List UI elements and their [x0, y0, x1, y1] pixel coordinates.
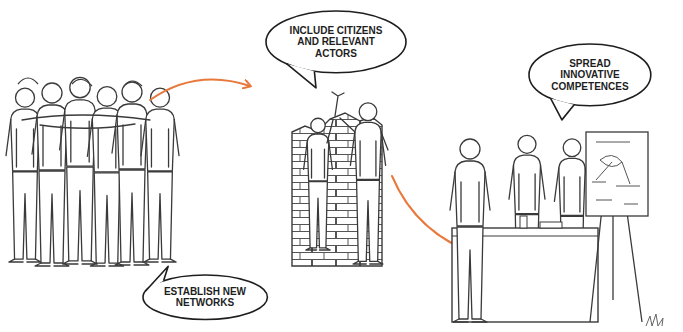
- bubble-text-block: ESTABLISH NEW NETWORKS: [161, 286, 249, 309]
- workshop-scene: [450, 132, 663, 326]
- flipchart-scribbles: [592, 142, 640, 204]
- person: [112, 82, 152, 265]
- bubble-text: INCLUDE CITIZENS AND RELEVANT ACTORS: [286, 25, 386, 60]
- person: [141, 88, 179, 262]
- person: [450, 139, 490, 322]
- reaching-hand: [332, 92, 344, 116]
- grass-tuft: [646, 314, 663, 326]
- speech-bubble: SPREAD INNOVATIVE COMPETENCES: [528, 43, 652, 107]
- person-climbing: [304, 118, 333, 250]
- hair: [18, 78, 142, 86]
- person-climbing: [350, 103, 385, 264]
- papers: [540, 222, 562, 228]
- speech-bubble: ESTABLISH NEW NETWORKS: [142, 274, 268, 321]
- bubble-text: SPREAD INNOVATIVE COMPETENCES: [547, 58, 633, 93]
- bubble-ellipse: [529, 44, 651, 106]
- bubble-text-block: INCLUDE CITIZENS AND RELEVANT ACTORS: [286, 25, 386, 60]
- raised-arm: [327, 120, 333, 143]
- speech-bubble: INCLUDE CITIZENS AND RELEVANT ACTORS: [265, 10, 407, 74]
- bubble-text-block: SPREAD INNOVATIVE COMPETENCES: [547, 58, 633, 93]
- flipchart: [586, 132, 648, 216]
- brick-wall-scene: [292, 92, 388, 266]
- bubble-tail: [287, 64, 316, 88]
- people-huddle: [6, 77, 179, 266]
- flow-arrow: [150, 80, 250, 100]
- cup: [520, 216, 527, 228]
- arms-around: [22, 115, 150, 128]
- bubble-tail: [551, 99, 574, 120]
- bubble-text: ESTABLISH NEW NETWORKS: [161, 286, 249, 309]
- raised-arm: [340, 118, 388, 150]
